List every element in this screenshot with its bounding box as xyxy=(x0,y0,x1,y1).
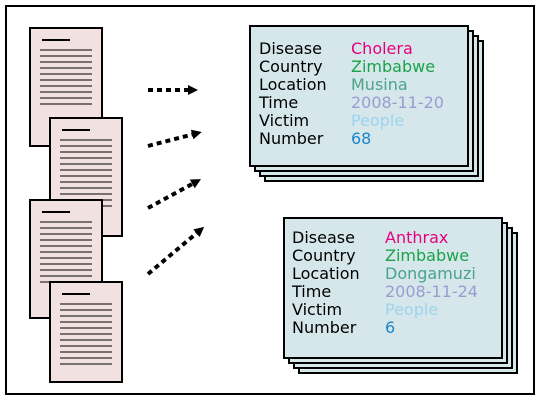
record-2-number-label: Number xyxy=(292,318,357,337)
record-1-time-value: 2008-11-20 xyxy=(351,93,444,112)
record-2-victim-value: People xyxy=(385,300,438,319)
record-2-time-label: Time xyxy=(291,282,331,301)
record-1-disease-label: Disease xyxy=(259,39,322,58)
record-1-victim-value: People xyxy=(351,111,404,130)
record-2-location-label: Location xyxy=(292,264,360,283)
record-1-location-value: Musina xyxy=(351,75,408,94)
extraction-arrows xyxy=(146,85,205,276)
record-2-time-value: 2008-11-24 xyxy=(385,282,478,301)
record-2-country-label: Country xyxy=(292,246,356,265)
record-1-disease-value: Cholera xyxy=(351,39,413,58)
record-2-country-value: Zimbabwe xyxy=(385,246,469,265)
record-1-number-label: Number xyxy=(259,129,324,148)
source-documents xyxy=(29,27,123,383)
record-1-country-value: Zimbabwe xyxy=(351,57,435,76)
document-4 xyxy=(49,281,123,383)
arrow-4 xyxy=(146,226,205,276)
record-1-time-label: Time xyxy=(258,93,298,112)
record-1-victim-label: Victim xyxy=(259,111,309,130)
record-2-victim-label: Victim xyxy=(292,300,342,319)
record-2-disease-value: Anthrax xyxy=(385,228,448,247)
arrow-2 xyxy=(147,129,202,148)
record-1-location-label: Location xyxy=(259,75,327,94)
record-2-disease-label: Disease xyxy=(292,228,355,247)
record-2-location-value: Dongamuzi xyxy=(385,264,476,283)
record-2-number-value: 6 xyxy=(385,318,395,337)
record-1-country-label: Country xyxy=(259,57,323,76)
record-1-number-value: 68 xyxy=(351,129,371,148)
